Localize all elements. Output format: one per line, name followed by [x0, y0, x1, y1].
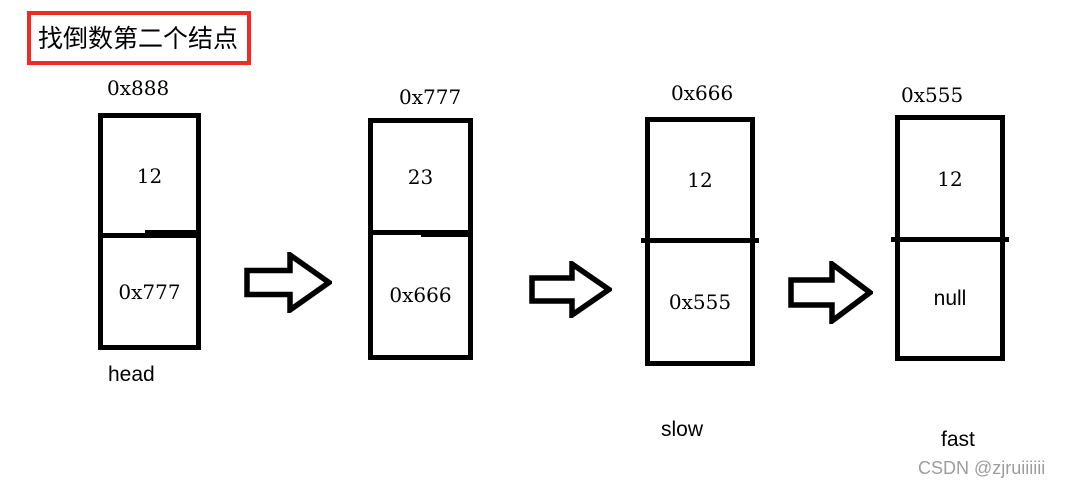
linked-list-node: 12 null: [891, 115, 1009, 361]
node-value-cell: 12: [103, 118, 196, 233]
node-address-label: 0x888: [107, 76, 170, 100]
node-value: 23: [407, 164, 434, 189]
node-divider: [891, 237, 1009, 242]
node-address-label: 0x555: [901, 83, 964, 107]
title-box: 找倒数第二个结点: [27, 11, 251, 65]
node-value-cell: 12: [650, 122, 750, 238]
node-value-cell: 12: [900, 120, 1000, 237]
pointer-label-head: head: [108, 363, 155, 386]
pointer-label-fast: fast: [941, 428, 975, 451]
csdn-watermark: CSDN @zjruiiiiii: [918, 458, 1046, 478]
node-next-cell: 0x666: [373, 235, 468, 355]
node-divider-step: [144, 230, 196, 235]
block-arrow-icon: [244, 252, 332, 313]
node-address-label: 0x777: [399, 85, 462, 109]
block-arrow-icon: [529, 261, 612, 318]
node-next-pointer: null: [933, 287, 967, 310]
linked-list-node: 12 0x555: [641, 117, 759, 366]
node-next-cell: 0x555: [650, 243, 750, 361]
node-divider-step: [420, 232, 468, 237]
node-value: 12: [687, 168, 713, 192]
node-next-pointer: 0x555: [668, 290, 732, 314]
node-next-cell: null: [900, 242, 1000, 356]
node-divider: [103, 233, 196, 238]
linked-list-node: 12 0x777: [98, 113, 201, 350]
node-next-pointer: 0x666: [389, 283, 452, 307]
page-title: 找倒数第二个结点: [38, 23, 239, 53]
node-address-label: 0x666: [671, 81, 734, 105]
node-value: 12: [937, 166, 963, 191]
linked-list-node: 23 0x666: [368, 118, 473, 360]
node-value: 12: [136, 163, 163, 188]
node-next-cell: 0x777: [103, 238, 196, 345]
node-next-pointer: 0x777: [118, 279, 181, 304]
node-value-cell: 23: [373, 123, 468, 230]
block-arrow-icon: [788, 261, 873, 324]
pointer-label-slow: slow: [661, 418, 704, 441]
node-divider: [641, 238, 759, 243]
